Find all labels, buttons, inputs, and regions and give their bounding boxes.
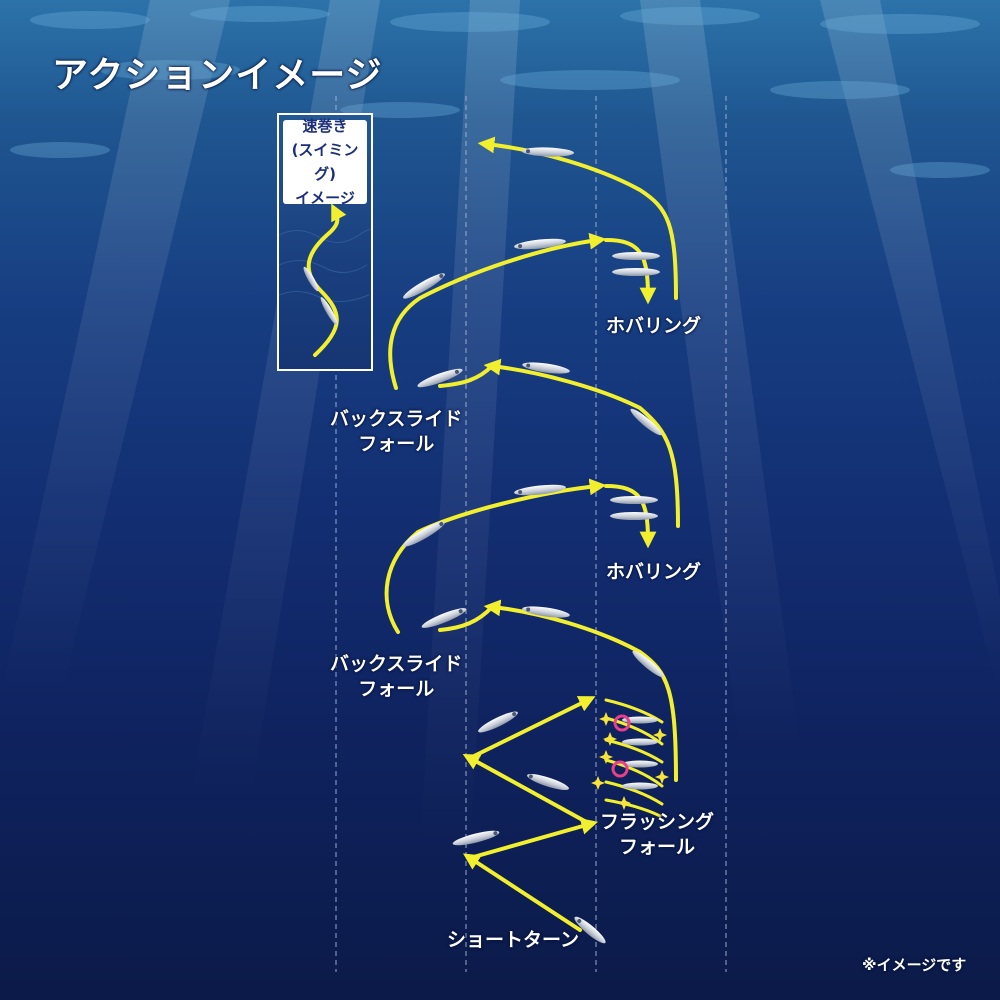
water-surface bbox=[10, 6, 990, 178]
label-backslide-2-line-2: フォール bbox=[358, 678, 435, 700]
path-zig-left bbox=[462, 753, 592, 826]
label-backslide-2-line-1: バックスライド bbox=[330, 653, 463, 675]
path-jump-2 bbox=[384, 478, 607, 634]
hook-icon bbox=[611, 760, 629, 778]
label-short-turn: ショートターン bbox=[447, 929, 580, 951]
inset-label-line-1: 速巻き bbox=[302, 117, 348, 135]
path-short-turn-up bbox=[462, 853, 582, 932]
label-flashing-line-2: フォール bbox=[619, 836, 696, 858]
label-backslide-fall-1: バックスライド フォール bbox=[330, 407, 462, 457]
inset-label-line-3: イメージ bbox=[295, 189, 355, 207]
label-hovering-1: ホバリング bbox=[606, 315, 702, 337]
inset-label-line-2: (スイミング) bbox=[291, 141, 359, 183]
path-hover-drop-1 bbox=[604, 238, 657, 305]
lures bbox=[403, 147, 664, 944]
path-backslide-1 bbox=[438, 364, 494, 388]
path-short-turn-right bbox=[468, 818, 599, 860]
label-backslide-1-line-2: フォール bbox=[358, 433, 435, 455]
label-backslide-fall-2: バックスライド フォール bbox=[330, 652, 462, 702]
path-zig-right bbox=[468, 696, 596, 760]
label-hovering-2: ホバリング bbox=[606, 561, 702, 583]
light-rays bbox=[0, 0, 1000, 850]
label-backslide-1-line-1: バックスライド bbox=[330, 408, 463, 430]
page-title: アクションイメージ bbox=[52, 55, 383, 96]
label-flashing-fall: フラッシング フォール bbox=[600, 810, 714, 860]
path-jump-1 bbox=[388, 232, 607, 390]
label-flashing-line-1: フラッシング bbox=[600, 811, 715, 833]
swimming-inset: 速巻き (スイミング) イメージ bbox=[277, 113, 373, 371]
flash-sparkles bbox=[591, 712, 669, 810]
inset-label: 速巻き (スイミング) イメージ bbox=[283, 117, 367, 207]
image-note: ※イメージです bbox=[862, 956, 967, 974]
path-backslide-2 bbox=[438, 605, 494, 632]
hook-icon bbox=[613, 714, 631, 732]
swimming-path-icon bbox=[279, 203, 371, 357]
path-hover-rise bbox=[483, 358, 680, 528]
